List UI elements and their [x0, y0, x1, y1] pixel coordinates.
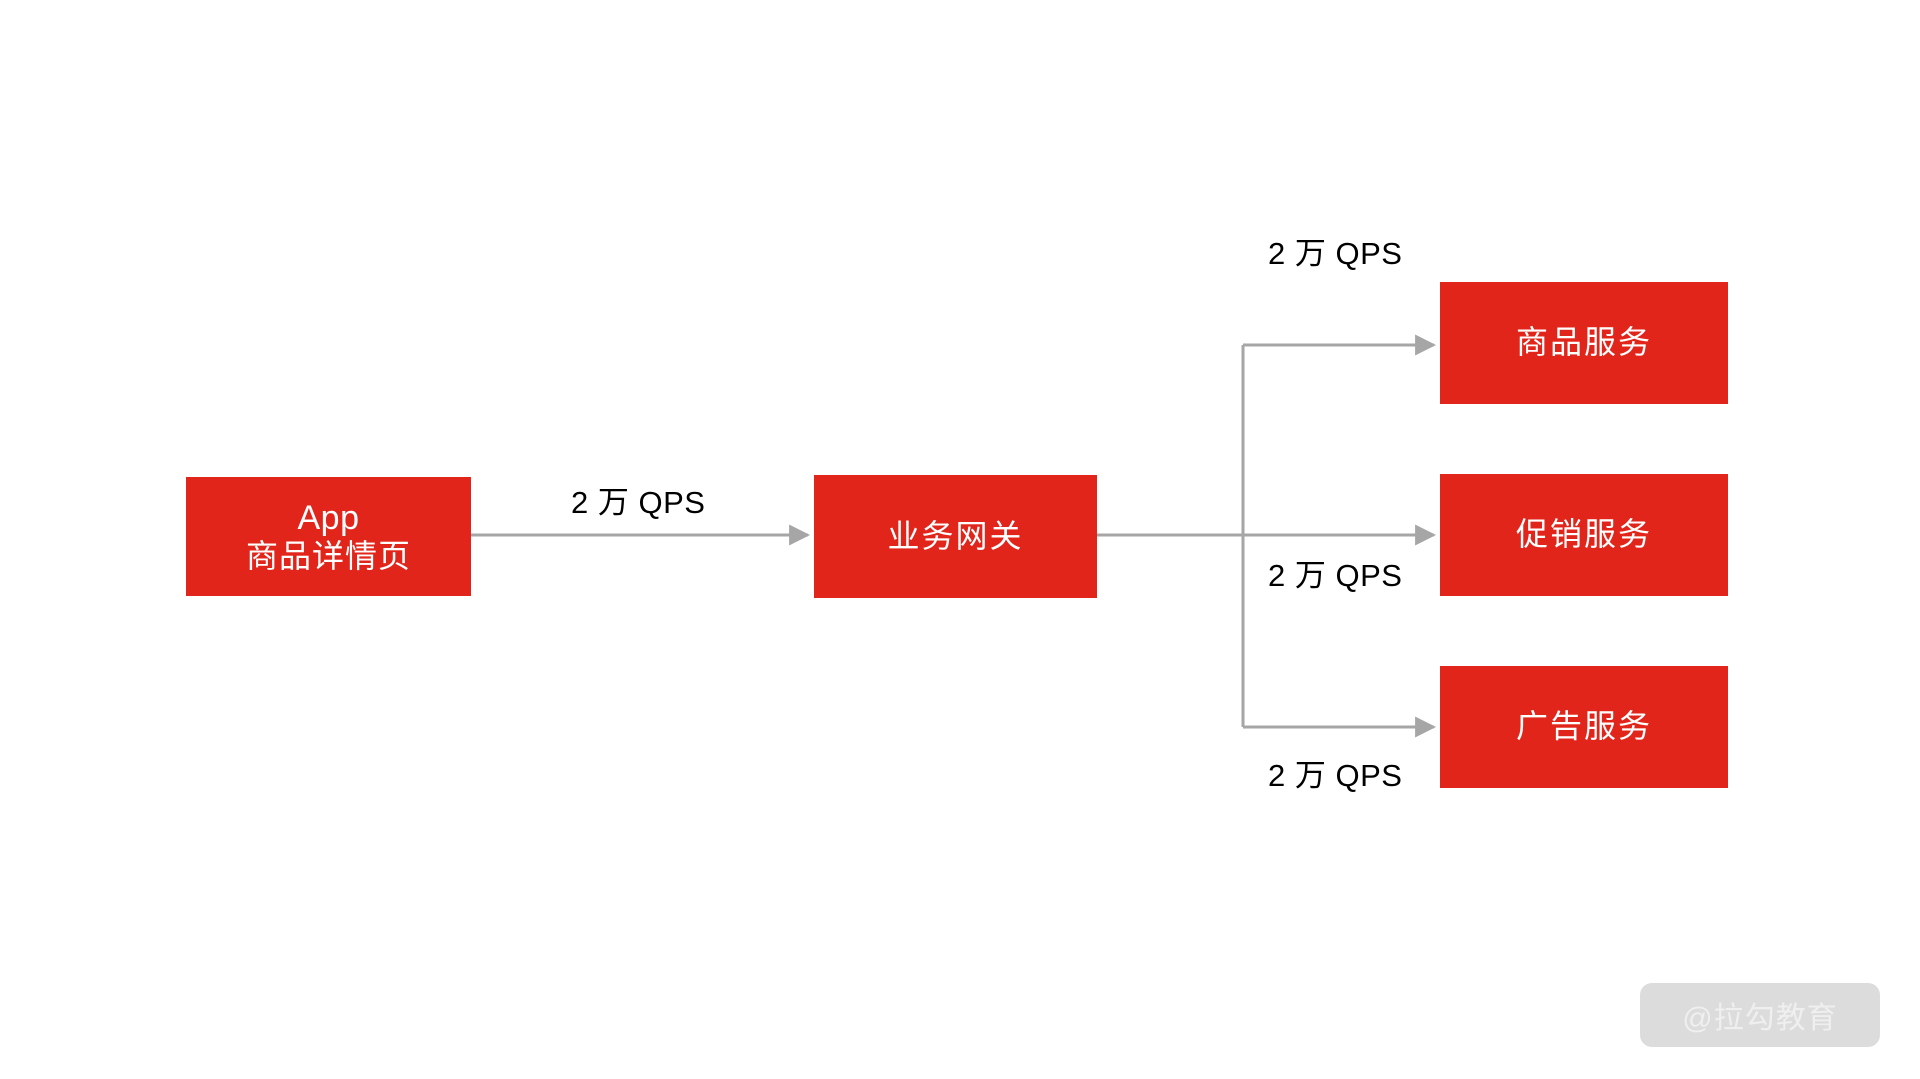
node-ad-service[interactable]: 广告服务 [1440, 666, 1728, 788]
node-gateway-label: 业务网关 [887, 517, 1024, 554]
node-ad-service-label: 广告服务 [1515, 708, 1652, 745]
edge-label-app-to-gateway: 2 万 QPS [571, 485, 706, 520]
node-promotion-service[interactable]: 促销服务 [1440, 474, 1728, 596]
edge-label-gateway-to-product: 2 万 QPS [1268, 236, 1403, 271]
node-product-service[interactable]: 商品服务 [1440, 282, 1728, 404]
watermark-text: @拉勾教育 [1682, 1002, 1838, 1035]
node-app-title: App [297, 498, 360, 537]
node-app-subtitle: 商品详情页 [245, 537, 411, 574]
node-product-service-label: 商品服务 [1515, 324, 1652, 361]
node-promotion-service-label: 促销服务 [1515, 516, 1652, 553]
node-gateway[interactable]: 业务网关 [814, 475, 1097, 598]
edge-label-gateway-to-promotion: 2 万 QPS [1268, 558, 1403, 593]
watermark: @拉勾教育 [1640, 983, 1880, 1047]
edge-label-gateway-to-ad: 2 万 QPS [1268, 758, 1403, 793]
node-app[interactable]: App 商品详情页 [186, 477, 471, 596]
